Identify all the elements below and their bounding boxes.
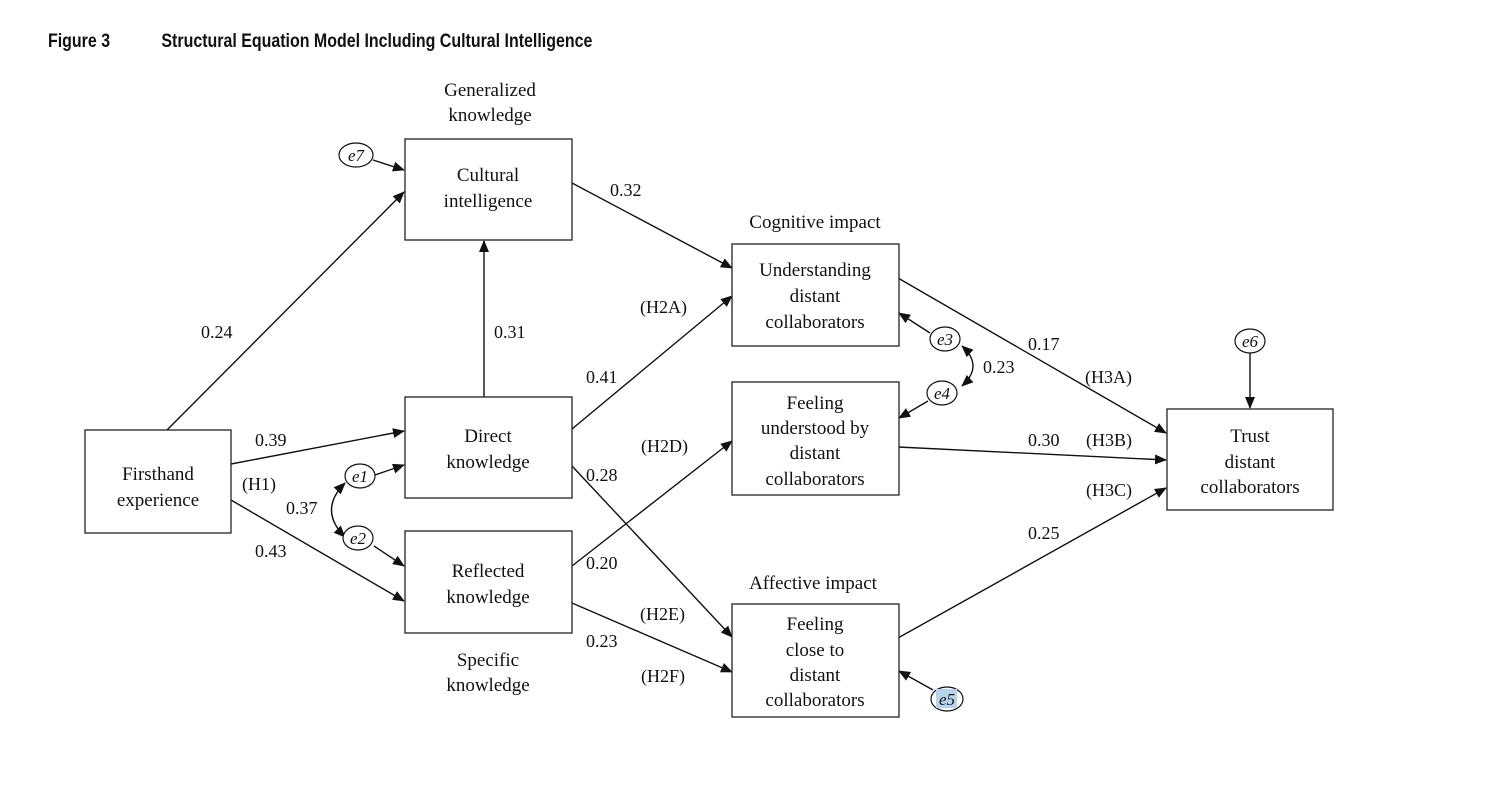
path-e5	[898, 670, 934, 691]
node-label: Cultural	[457, 165, 519, 186]
hypothesis-label: (H3B)	[1086, 430, 1132, 451]
node-label: distant	[790, 665, 841, 686]
hypothesis-label: (H2E)	[640, 604, 685, 625]
svg-text:e3: e3	[937, 330, 953, 349]
node-understanding: Understanding distant collaborators	[731, 243, 900, 347]
covariance-e3-e4	[961, 345, 974, 387]
node-label: close to	[786, 640, 845, 661]
svg-text:e5: e5	[939, 690, 955, 709]
node-label: distant	[790, 443, 841, 464]
node-feeling-close: Feeling close to distant collaborators	[731, 603, 900, 718]
node-label: distant	[1225, 452, 1276, 473]
path-firsthand-reflected	[230, 499, 405, 602]
figure-caption: Figure 3 Structural Equation Model Includ…	[48, 31, 592, 53]
node-label: collaborators	[765, 469, 864, 490]
node-label: collaborators	[765, 690, 864, 711]
coef-label: 0.30	[1028, 430, 1060, 450]
coef-label: 0.23	[586, 631, 618, 651]
figure-title: Structural Equation Model Including Cult…	[161, 31, 593, 52]
group-label-affective: Affective impact	[749, 573, 878, 594]
coef-label: 0.31	[494, 322, 526, 342]
path-firsthand-cultural	[166, 191, 405, 431]
path-direct-close	[571, 465, 733, 638]
path-e7	[372, 159, 405, 172]
error-e7: e7	[338, 142, 374, 168]
coef-label: 0.25	[1028, 523, 1060, 543]
path-direct-understanding	[571, 295, 733, 430]
error-e1: e1	[344, 463, 376, 489]
path-understanding-trust	[897, 277, 1167, 434]
path-e3	[898, 312, 931, 334]
path-understood-trust	[897, 446, 1167, 465]
hypothesis-label: (H1)	[242, 474, 276, 495]
path-cultural-understanding	[571, 182, 733, 269]
node-firsthand: Firsthand experience	[84, 429, 232, 534]
coef-label: 0.23	[983, 357, 1015, 377]
svg-text:e2: e2	[350, 529, 367, 548]
node-label: Understanding	[759, 260, 871, 281]
coef-label: 0.28	[586, 465, 618, 485]
error-e2: e2	[342, 525, 374, 551]
error-e6: e6	[1234, 328, 1266, 354]
node-label: Reflected	[452, 561, 525, 582]
coef-label: 0.43	[255, 541, 287, 561]
group-label-generalized: knowledge	[448, 105, 531, 126]
path-e2	[373, 545, 405, 567]
node-direct-knowledge: Direct knowledge	[404, 396, 573, 499]
coef-label: 0.20	[586, 553, 618, 573]
node-label: knowledge	[446, 587, 529, 608]
hypothesis-label: (H2A)	[640, 297, 687, 318]
group-label-cognitive: Cognitive impact	[749, 212, 881, 233]
svg-text:e7: e7	[348, 146, 366, 165]
hypothesis-label: (H3C)	[1086, 480, 1132, 501]
node-label: understood by	[761, 418, 870, 439]
node-label: Direct	[464, 426, 512, 447]
node-label: collaborators	[1200, 477, 1299, 498]
selection-highlight	[936, 689, 957, 708]
group-label-specific: Specific	[457, 650, 519, 671]
coef-label: 0.24	[201, 322, 233, 342]
node-label: collaborators	[765, 312, 864, 333]
node-label: Feeling	[787, 393, 844, 414]
path-reflected-understood	[571, 440, 733, 567]
node-label: Firsthand	[122, 464, 194, 485]
node-cultural-intelligence: Cultural intelligence	[404, 138, 573, 241]
node-feeling-understood: Feeling understood by distant collaborat…	[731, 381, 900, 496]
node-label: intelligence	[444, 191, 533, 212]
hypothesis-label: (H3A)	[1085, 367, 1132, 388]
path-firsthand-direct	[230, 428, 405, 465]
error-e4: e4	[926, 380, 958, 406]
coef-label: 0.37	[286, 498, 318, 518]
path-close-trust	[897, 487, 1167, 639]
covariance-e1-e2	[330, 482, 346, 538]
error-e5: e5	[930, 686, 964, 712]
coef-label: 0.17	[1028, 334, 1060, 354]
node-label: Feeling	[787, 614, 844, 635]
hypothesis-label: (H2F)	[641, 666, 685, 687]
svg-text:e4: e4	[934, 384, 951, 403]
svg-text:e6: e6	[1242, 332, 1259, 351]
group-label-specific: knowledge	[446, 675, 529, 696]
svg-text:e1: e1	[352, 467, 368, 486]
coef-label: 0.39	[255, 430, 287, 450]
hypothesis-label: (H2D)	[641, 436, 688, 457]
path-e1	[374, 463, 405, 476]
error-e3: e3	[929, 326, 961, 352]
node-label: experience	[117, 490, 199, 511]
node-label: knowledge	[446, 452, 529, 473]
coef-label: 0.41	[586, 367, 618, 387]
path-reflected-close	[571, 602, 733, 673]
path-e4	[898, 400, 929, 419]
figure-number: Figure 3	[48, 31, 111, 52]
node-label: Trust	[1230, 426, 1270, 447]
node-trust: Trust distant collaborators	[1166, 408, 1334, 511]
group-label-generalized: Generalized	[444, 80, 536, 101]
node-reflected-knowledge: Reflected knowledge	[404, 530, 573, 634]
paths	[166, 159, 1255, 691]
coef-label: 0.32	[610, 180, 642, 200]
node-label: distant	[790, 286, 841, 307]
